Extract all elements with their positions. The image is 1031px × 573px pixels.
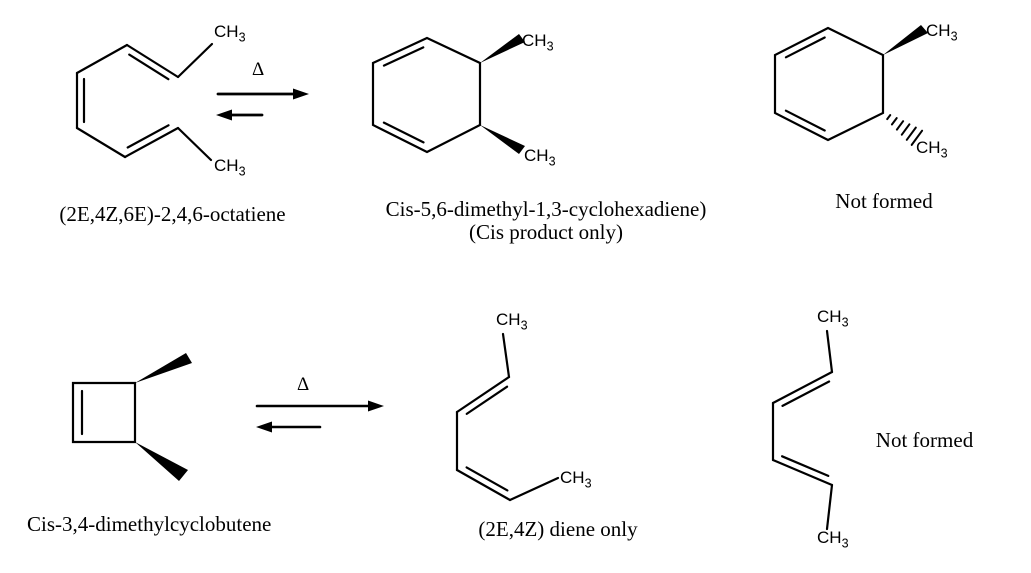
product-name-cyclohexadiene: Cis-5,6-dimethyl-1,3-cyclohexadiene) (Ci… [350,198,742,244]
methyl-text: CH [214,22,239,41]
delta-symbol: Δ [252,59,265,80]
delta-symbol: Δ [297,374,310,395]
methyl-text: CH [817,528,842,547]
methyl-text: CH [214,156,239,175]
cis-dimethylcyclohexadiene-structure [371,34,525,154]
methyl-subscript: 3 [950,29,958,44]
wedge-bond-icon [480,125,525,154]
not-formed-label-bottom: Not formed [875,428,974,452]
hexadiene-2e4z-structure [455,332,560,502]
methyl-label: CH3 [817,307,849,332]
methyl-text: CH [496,310,521,329]
not-formed-label-top: Not formed [835,189,933,213]
hash-bond-icon [886,114,924,146]
methyl-label: CH3 [926,21,958,46]
hexadiene-2e4e-structure [771,329,834,531]
methyl-text: CH [817,307,842,326]
cyclobutene-structure [71,353,192,481]
methyl-text: CH [560,468,585,487]
methyl-subscript: 3 [238,164,246,179]
wedge-bond-icon [135,353,192,383]
methyl-label: CH3 [522,31,554,56]
methyl-label: CH3 [496,310,528,335]
methyl-label: CH3 [817,528,849,553]
methyl-label: CH3 [916,138,948,163]
methyl-label: CH3 [524,146,556,171]
methyl-label: CH3 [560,468,592,493]
wedge-bond-icon [883,25,928,55]
equilibrium-arrows-top [216,88,309,121]
methyl-subscript: 3 [584,476,592,491]
wedge-bond-icon [480,34,525,63]
methyl-text: CH [524,146,549,165]
trans-dimethylcyclohexadiene-structure [773,25,928,146]
octatriene-structure [75,42,214,162]
reactant-name-cyclobutene: Cis-3,4-dimethylcyclobutene [27,512,272,536]
methyl-subscript: 3 [841,315,849,330]
methyl-text: CH [926,21,951,40]
methyl-subscript: 3 [238,30,246,45]
methyl-subscript: 3 [548,154,556,169]
product-name-line1: Cis-5,6-dimethyl-1,3-cyclohexadiene) [385,197,707,221]
methyl-subscript: 3 [520,318,528,333]
wedge-bond-icon [135,442,188,481]
methyl-label: CH3 [214,156,246,181]
methyl-text: CH [916,138,941,157]
product-name-diene: (2E,4Z) diene only [478,517,638,541]
product-note: (Cis product only) [469,220,623,244]
methyl-subscript: 3 [546,39,554,54]
methyl-subscript: 3 [841,536,849,551]
reactant-name-octatriene: (2E,4Z,6E)-2,4,6-octatiene [59,202,286,226]
methyl-label: CH3 [214,22,246,47]
methyl-text: CH [522,31,547,50]
equilibrium-arrows-bottom [255,400,384,433]
methyl-subscript: 3 [940,146,948,161]
